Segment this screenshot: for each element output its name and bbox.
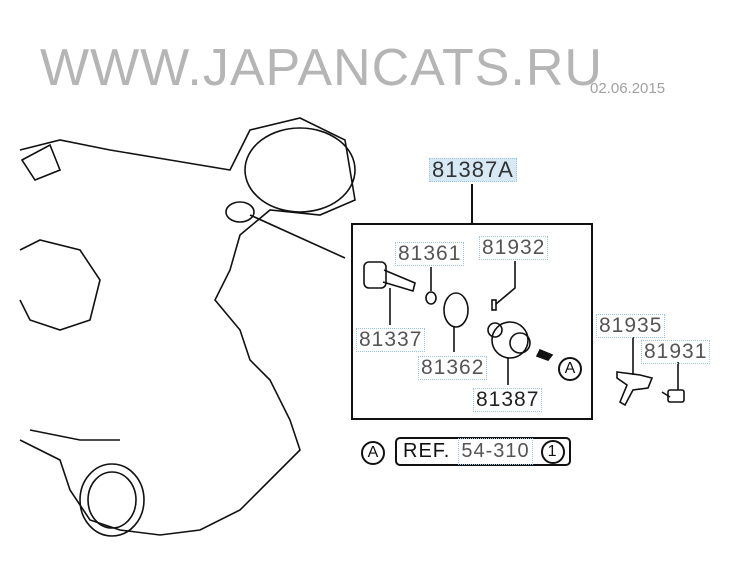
reference-marker: A	[361, 441, 385, 465]
reference-number[interactable]: 54-310	[458, 438, 533, 465]
gear-shaft	[382, 269, 416, 293]
o-ring-small	[425, 291, 437, 305]
output-seal-inner	[87, 471, 137, 529]
lock-plate	[616, 371, 654, 407]
output-housing	[244, 127, 356, 213]
part-label-assembly[interactable]: 81387A	[429, 158, 517, 182]
part-label[interactable]: 81387	[473, 388, 543, 412]
part-label[interactable]: 81362	[418, 356, 488, 380]
reference-index: 1	[540, 439, 565, 464]
housing-edge	[29, 429, 120, 441]
assembly-box	[351, 223, 593, 420]
arrow-icon	[535, 348, 554, 361]
leader-line	[249, 214, 346, 259]
speedo-port	[225, 201, 255, 223]
callout-marker: A	[558, 357, 582, 381]
housing-flange	[19, 239, 101, 331]
bolt-shank	[661, 391, 671, 398]
output-seal	[79, 463, 145, 537]
sleeve	[491, 321, 529, 359]
sleeve-tab	[487, 322, 503, 338]
bolt	[667, 389, 685, 403]
reference-box[interactable]: REF. 54-310 1	[395, 437, 571, 466]
watermark-date: 02.06.2015	[590, 80, 666, 97]
part-label[interactable]: 81337	[356, 328, 426, 352]
part-label[interactable]: 81932	[479, 236, 549, 260]
reference-prefix: REF.	[403, 440, 451, 462]
housing-outline	[19, 117, 356, 536]
sleeve-bore	[509, 332, 531, 354]
o-ring-large	[443, 292, 469, 328]
part-label[interactable]: 81361	[395, 242, 465, 266]
driven-gear	[363, 261, 387, 289]
pin	[491, 299, 497, 311]
part-label[interactable]: 81931	[641, 340, 711, 364]
part-label[interactable]: 81935	[596, 314, 666, 338]
housing-bracket	[20, 143, 62, 181]
leader-81932	[495, 261, 516, 305]
